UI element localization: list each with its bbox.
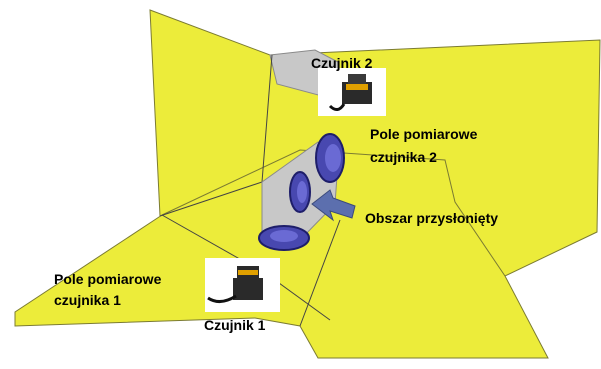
sensor-1-icon <box>205 258 280 312</box>
field-2-label-line2: czujnika 2 <box>370 149 437 165</box>
sensor-2-icon <box>318 68 386 116</box>
sensor-1-label: Czujnik 1 <box>204 317 266 333</box>
field-2-label-line1: Pole pomiarowe <box>370 126 478 142</box>
occluded-area-label: Obszar przysłonięty <box>365 210 498 226</box>
field-1-label-line1: Pole pomiarowe <box>54 271 162 287</box>
sensor-2-label: Czujnik 2 <box>311 55 373 71</box>
field-1-label-line2: czujnika 1 <box>54 292 121 308</box>
